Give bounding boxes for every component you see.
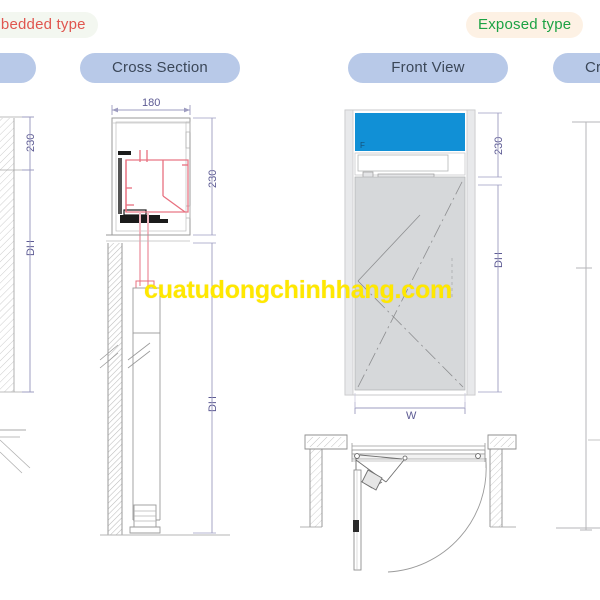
right-cutoff-elevation bbox=[556, 121, 600, 531]
plan-view-drawing bbox=[300, 434, 517, 573]
left-cutoff-elevation bbox=[0, 116, 34, 474]
view-pill-left-cutoff[interactable] bbox=[0, 53, 36, 83]
cross-section-drawing bbox=[99, 105, 230, 536]
dimension-front-w: W bbox=[406, 410, 417, 422]
badge-embedded-type: Embedded type bbox=[0, 12, 98, 38]
transom-mark-f: F bbox=[360, 141, 365, 150]
view-pill-cross-section[interactable]: Cross Section bbox=[80, 53, 240, 83]
view-pill-front-view[interactable]: Front View bbox=[348, 53, 508, 83]
badge-exposed-type: Exposed type bbox=[466, 12, 584, 38]
dimension-cross-180: 180 bbox=[142, 97, 161, 109]
view-pill-right-cutoff[interactable]: Cross Section bbox=[553, 53, 600, 83]
front-view-drawing: F bbox=[344, 109, 502, 414]
